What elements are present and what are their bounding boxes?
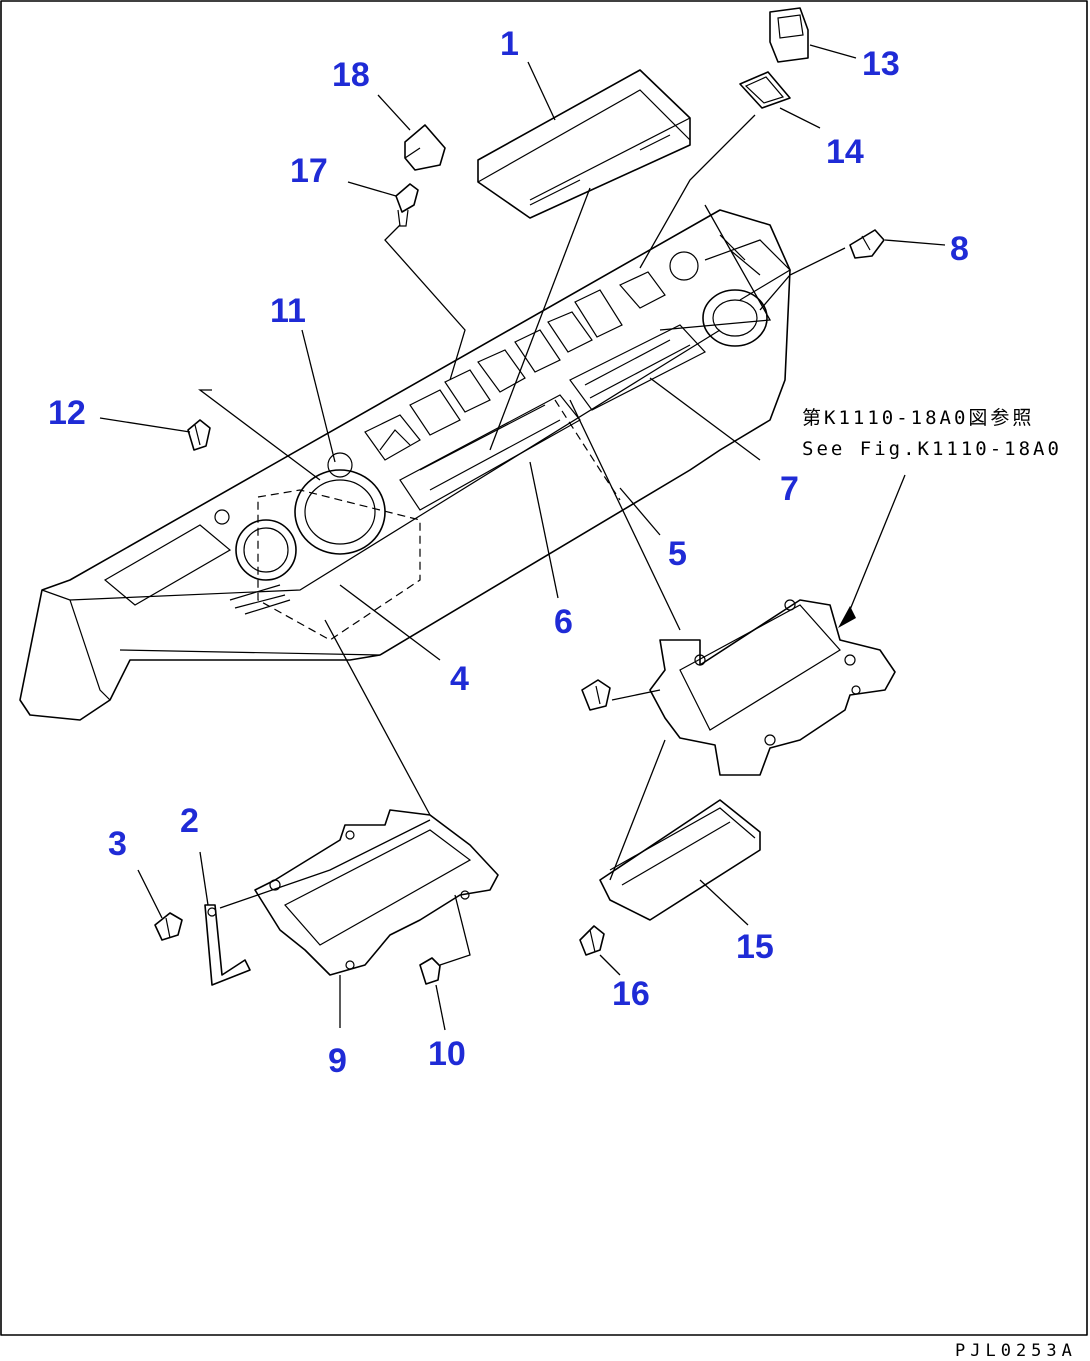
reference-arrowhead bbox=[838, 606, 856, 628]
callout-4: 4 bbox=[450, 660, 469, 698]
part-15-cover bbox=[599, 799, 761, 921]
part-12-bolt bbox=[187, 419, 211, 451]
part-3-screw bbox=[154, 912, 183, 941]
dashboard-console bbox=[19, 209, 791, 721]
callout-1: 1 bbox=[500, 25, 519, 63]
reference-note-jp: 第K1110-18A0図参照 bbox=[802, 407, 1034, 429]
figure-code: PJL0253A bbox=[955, 1341, 1077, 1361]
callout-6: 6 bbox=[554, 603, 573, 641]
diagram-frame bbox=[0, 0, 1088, 1336]
bracket-screw bbox=[581, 679, 611, 711]
reference-note-en: See Fig.K1110-18A0 bbox=[802, 438, 1062, 460]
callout-18: 18 bbox=[332, 56, 370, 94]
callout-9: 9 bbox=[328, 1042, 347, 1080]
callout-2: 2 bbox=[180, 802, 199, 840]
part-10-clip bbox=[419, 957, 441, 985]
part-14-plate bbox=[739, 71, 791, 109]
part-16-screw bbox=[579, 925, 605, 956]
callout-11: 11 bbox=[270, 292, 306, 330]
callout-12: 12 bbox=[48, 394, 86, 432]
callout-5: 5 bbox=[668, 535, 687, 573]
part-13-switch bbox=[769, 7, 809, 63]
callout-16: 16 bbox=[612, 975, 650, 1013]
part-1-cover bbox=[477, 69, 691, 219]
part-9-bracket bbox=[254, 809, 499, 976]
callout-labels: 1 18 17 13 14 8 11 12 7 5 6 4 2 3 9 10 1… bbox=[48, 25, 969, 1080]
leader-lines bbox=[99, 44, 946, 1031]
callout-7: 7 bbox=[780, 470, 799, 508]
callout-17: 17 bbox=[290, 152, 328, 190]
part-17-screw bbox=[395, 183, 419, 227]
right-bracket bbox=[649, 599, 896, 776]
callout-10: 10 bbox=[428, 1035, 466, 1073]
callout-14: 14 bbox=[826, 133, 864, 171]
callout-3: 3 bbox=[108, 825, 127, 863]
callout-15: 15 bbox=[736, 928, 774, 966]
callout-8: 8 bbox=[950, 230, 969, 268]
part-18-cap bbox=[404, 124, 446, 171]
part-2-strip bbox=[204, 904, 251, 986]
callout-13: 13 bbox=[862, 45, 900, 83]
part-8-bolt bbox=[849, 229, 885, 259]
